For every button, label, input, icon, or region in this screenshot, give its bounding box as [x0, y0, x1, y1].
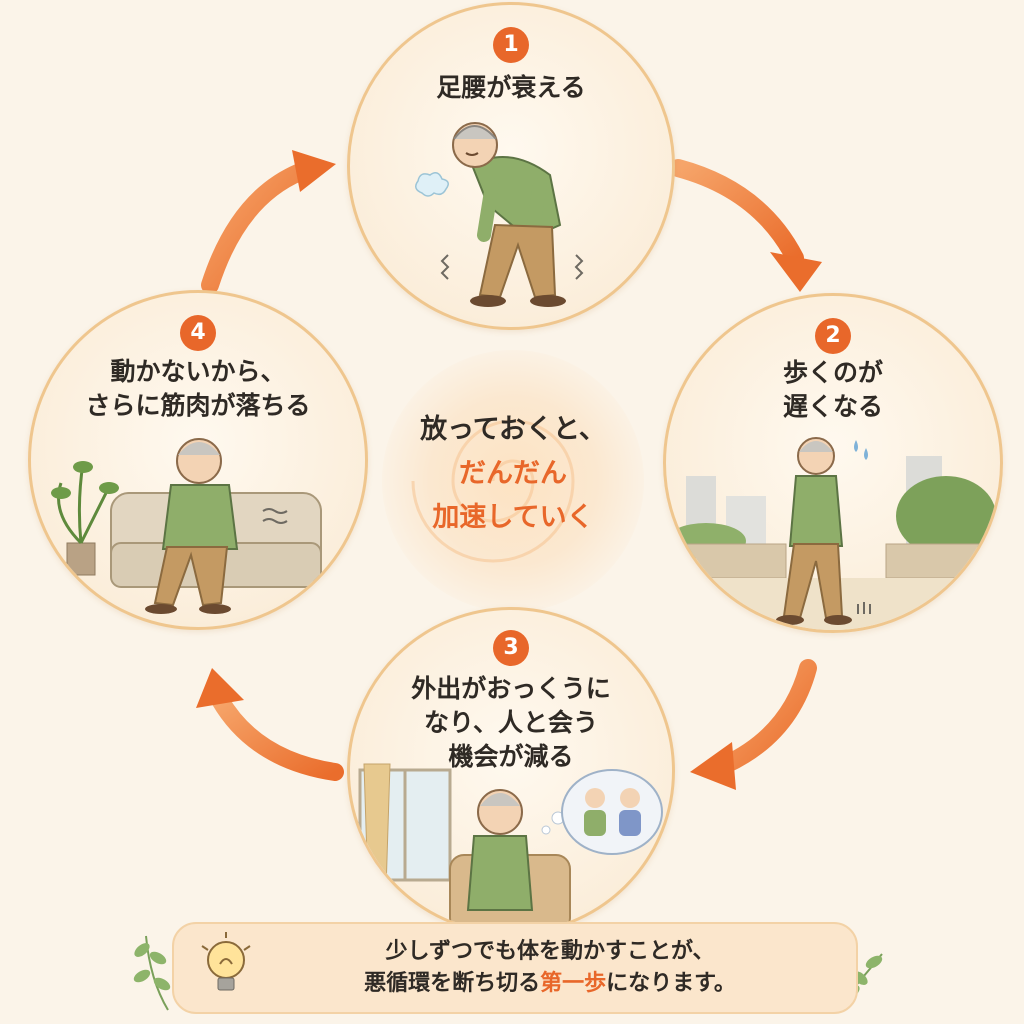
tip-line-1: 少しずつでも体を動かすことが、 — [385, 939, 715, 964]
step-4-circle: 4 動かないから、 さらに筋肉が落ちる — [28, 290, 368, 630]
center-message: 放っておくと、 だんだん 加速していく — [382, 408, 644, 540]
center-line-1: 放っておくと、 — [420, 414, 606, 445]
tip-line-2: 悪循環を断ち切る第一歩になります。 — [364, 971, 736, 996]
lightbulb-icon — [201, 932, 251, 991]
step-2-circle: 2 歩くのが 遅くなる — [663, 293, 1003, 633]
step-1-circle: 1 足腰が衰える — [347, 2, 675, 330]
step-4-number: 4 — [180, 315, 216, 351]
center-line-3: 加速していく — [432, 502, 594, 533]
stooped-elderly-man-illustration — [415, 122, 584, 307]
arrow-3-to-4 — [196, 668, 344, 781]
lonely-elderly-man-illustration — [358, 763, 663, 932]
step-1-number: 1 — [493, 27, 529, 63]
tip-message: 少しずつでも体を動かすことが、 悪循環を断ち切る第一歩になります。 — [264, 936, 836, 1000]
step-2-number: 2 — [815, 318, 851, 354]
step-3-number: 3 — [493, 630, 529, 666]
sitting-elderly-man-illustration — [51, 438, 322, 614]
tip-banner: 少しずつでも体を動かすことが、 悪循環を断ち切る第一歩になります。 — [172, 922, 858, 1014]
arrow-1-to-2 — [669, 159, 822, 292]
step-3-circle: 3 外出がおっくうに なり、人と会う 機会が減る — [347, 607, 675, 935]
step-1-label: 足腰が衰える — [436, 73, 586, 102]
swirl-icon — [411, 419, 575, 563]
arrow-4-to-1 — [201, 150, 336, 294]
step-4-label: 動かないから、 さらに筋肉が落ちる — [85, 357, 311, 420]
center-glow — [382, 350, 644, 612]
tip-highlight: 第一歩 — [540, 971, 607, 996]
leaf-sprig-left-icon — [133, 935, 171, 1011]
center-line-2: だんだん — [459, 458, 567, 489]
arrow-2-to-3 — [690, 659, 817, 790]
step-3-label: 外出がおっくうに なり、人と会う 機会が減る — [411, 674, 611, 771]
walking-elderly-man-illustration — [666, 437, 1000, 630]
step-2-label: 歩くのが 遅くなる — [782, 358, 883, 421]
